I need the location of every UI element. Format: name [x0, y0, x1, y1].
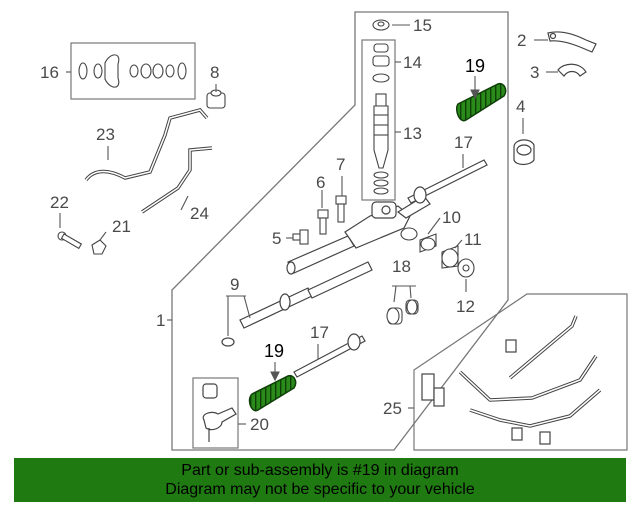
callout-11: 11	[464, 230, 482, 249]
seal-kit-box	[70, 42, 196, 100]
rack-bushings	[386, 299, 419, 325]
callout-21: 21	[112, 217, 131, 236]
callout-17-lower: 17	[310, 323, 329, 342]
callout-8: 8	[210, 63, 219, 82]
callout-3: 3	[530, 63, 539, 82]
mount-bushing	[206, 89, 226, 109]
pinion-valve	[373, 93, 389, 195]
callout-22: 22	[50, 193, 69, 212]
callout-24: 24	[190, 204, 209, 223]
inner-tie-rod-lower	[293, 333, 366, 378]
bushing-stack	[372, 43, 390, 83]
part-info-banner: Part or sub-assembly is #19 in diagram D…	[14, 458, 626, 502]
leader-lines	[59, 24, 558, 425]
return-pipe	[141, 146, 213, 214]
banner-line-2: Diagram may not be specific to your vehi…	[165, 481, 475, 498]
callout-19-lower: 19	[264, 341, 284, 361]
seal-kit-parts	[78, 54, 187, 88]
tie-rod-end-box	[192, 377, 239, 449]
callout-23: 23	[96, 125, 115, 144]
callout-13: 13	[403, 124, 422, 143]
callout-20: 20	[250, 415, 269, 434]
callout-4: 4	[516, 97, 525, 116]
main-assembly-outline	[171, 11, 509, 451]
callout-labels: 1 2 3 4 5 6 7 8 9 10 11 12 13 14 15 16 1…	[40, 16, 539, 434]
callout-25: 25	[383, 399, 402, 418]
steering-boot-upper	[455, 82, 507, 122]
callout-17-upper: 17	[454, 133, 473, 152]
hose-assembly	[421, 315, 602, 445]
callout-16: 16	[40, 63, 59, 82]
outer-tie-rod-end	[202, 383, 237, 442]
upper-seal	[372, 19, 390, 31]
callout-19-upper: 19	[465, 56, 485, 76]
callout-1: 1	[156, 311, 165, 330]
callout-10: 10	[442, 208, 461, 227]
valve-components-box	[361, 39, 396, 201]
callout-7: 7	[336, 155, 345, 174]
callout-2: 2	[517, 31, 526, 50]
callout-12: 12	[456, 297, 475, 316]
mounting-bolts	[292, 195, 347, 245]
callout-5: 5	[272, 229, 281, 248]
callout-15: 15	[413, 16, 432, 35]
bolt-and-nut	[57, 231, 107, 255]
callout-18: 18	[392, 257, 411, 276]
hose-set-box	[413, 293, 628, 451]
steering-boot-lower	[248, 374, 297, 412]
clamp-brackets	[513, 31, 597, 166]
rack-bar	[221, 261, 373, 347]
callout-6: 6	[316, 173, 325, 192]
callout-9: 9	[230, 275, 239, 294]
banner-line-1: Part or sub-assembly is #19 in diagram	[181, 462, 459, 479]
callout-14: 14	[403, 53, 422, 72]
inner-tie-rod-upper	[407, 159, 488, 204]
bushings-washers	[400, 227, 475, 278]
